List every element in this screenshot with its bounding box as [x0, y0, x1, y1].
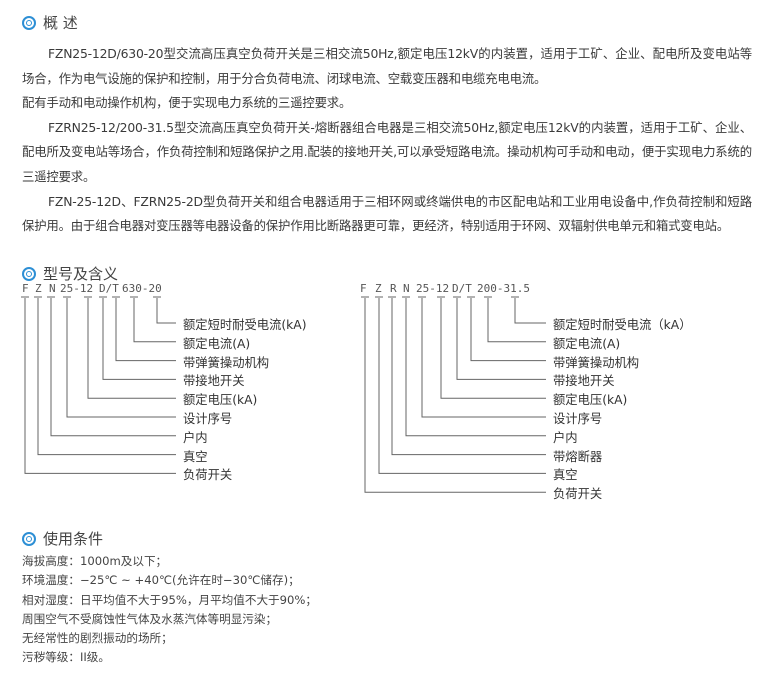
model-meaning-label: 设计序号	[553, 412, 603, 426]
model-meaning-label: 带接地开关	[183, 374, 245, 389]
condition-item: 污秽等级：II级。	[22, 650, 110, 665]
connector-line	[37, 298, 176, 456]
code-segment: Z	[35, 282, 42, 295]
connector-line	[405, 298, 546, 437]
connector-line	[87, 298, 176, 399]
model-meaning-label: 带接地开关	[553, 374, 615, 389]
code-segment: D/T	[99, 282, 119, 295]
connector-line	[364, 298, 546, 493]
ring-bullet-icon	[22, 531, 36, 546]
paragraph: FZN25-12D/630-20型交流高压真空负荷开关是三相交流50Hz,额定电…	[22, 46, 752, 86]
model-meaning-label: 真空	[183, 449, 208, 464]
condition-item: 海拔高度：1000m及以下；	[22, 554, 168, 568]
code-segment: F	[22, 282, 29, 295]
model-meaning-label: 真空	[553, 468, 578, 483]
connector-line	[378, 298, 546, 474]
model-meaning-label: 负荷开关	[553, 487, 603, 502]
condition-item: 环境温度：−25℃ ~ +40℃(允许在时−30℃储存)；	[22, 573, 300, 588]
condition-item: 相对湿度：日平均值不大于95%，月平均值不大于90%；	[22, 592, 318, 607]
connector-line	[50, 298, 176, 437]
code-segment: Z	[375, 282, 382, 295]
model-meaning-label: 负荷开关	[183, 468, 233, 483]
model-meaning-label: 带熔断器	[553, 449, 603, 464]
model-meaning-label: 额定短时耐受电流（kA）	[553, 318, 692, 332]
condition-item: 周围空气不受腐蚀性气体及水蒸汽体等明显污染；	[22, 611, 278, 626]
model-meaning-label: 户内	[553, 430, 578, 445]
model-title: 型号及含义	[43, 265, 119, 283]
connector-line	[487, 298, 546, 343]
conditions-title: 使用条件	[43, 530, 104, 548]
code-segment: N	[49, 282, 56, 295]
overview-heading: 概 述	[22, 12, 78, 33]
code-segment: 630-20	[122, 282, 162, 295]
code-segment: 25-12	[60, 282, 94, 295]
model-meaning-label: 额定电流(A)	[183, 336, 251, 351]
model-meaning-label: 额定电压(kA)	[553, 393, 628, 408]
ring-bullet-icon	[22, 15, 36, 30]
model-meaning-label: 额定电压(kA)	[183, 393, 258, 408]
code-segment: F	[360, 282, 367, 295]
overview-title: 概 述	[43, 14, 78, 32]
connector-line	[421, 298, 546, 418]
code-segment: 25-12	[416, 282, 450, 295]
paragraph: FZRN25-12/200-31.5型交流高压真空负荷开关-熔断器组合电器是三相…	[22, 119, 752, 184]
code-segment: D/T	[452, 282, 472, 295]
model-meaning-label: 额定电流(A)	[553, 336, 621, 351]
code-segment: N	[403, 282, 410, 295]
conditions-heading: 使用条件	[22, 528, 103, 549]
model-heading: 型号及含义	[22, 263, 118, 284]
paragraph: 配有手动和电动操作机构，便于实现电力系统的三遥控要求。	[22, 95, 352, 111]
connector-line	[440, 298, 546, 399]
connector-line	[156, 298, 176, 324]
connector-line	[66, 298, 176, 418]
ring-bullet-icon	[22, 266, 36, 281]
code-segment: 200-31.5	[477, 282, 530, 295]
conditions-list: 海拔高度：1000m及以下； 环境温度：−25℃ ~ +40℃(允许在时−30℃…	[22, 552, 317, 668]
model-meaning-label: 设计序号	[183, 412, 233, 426]
connector-line	[102, 298, 176, 380]
connector-line	[470, 298, 546, 362]
connector-line	[24, 298, 176, 474]
connector-line	[514, 298, 546, 324]
condition-item: 无经常性的剧烈振动的场所；	[22, 631, 173, 646]
model-meaning-label: 带弹簧操动机构	[183, 355, 270, 370]
model-meaning-label: 户内	[183, 430, 208, 445]
connector-line	[391, 298, 546, 456]
paragraph: FZN-25-12D、FZRN25-2D型负荷开关和组合电器适用于三相环网或终端…	[22, 193, 752, 234]
model-meaning-label: 带弹簧操动机构	[553, 355, 640, 370]
connector-line	[133, 298, 176, 343]
overview-text: FZN25-12D/630-20型交流高压真空负荷开关是三相交流50Hz,额定电…	[22, 42, 752, 239]
code-segment: R	[390, 282, 397, 295]
connector-line	[115, 298, 176, 362]
connector-line	[456, 298, 546, 380]
model-meaning-label: 额定短时耐受电流(kA)	[183, 318, 307, 332]
